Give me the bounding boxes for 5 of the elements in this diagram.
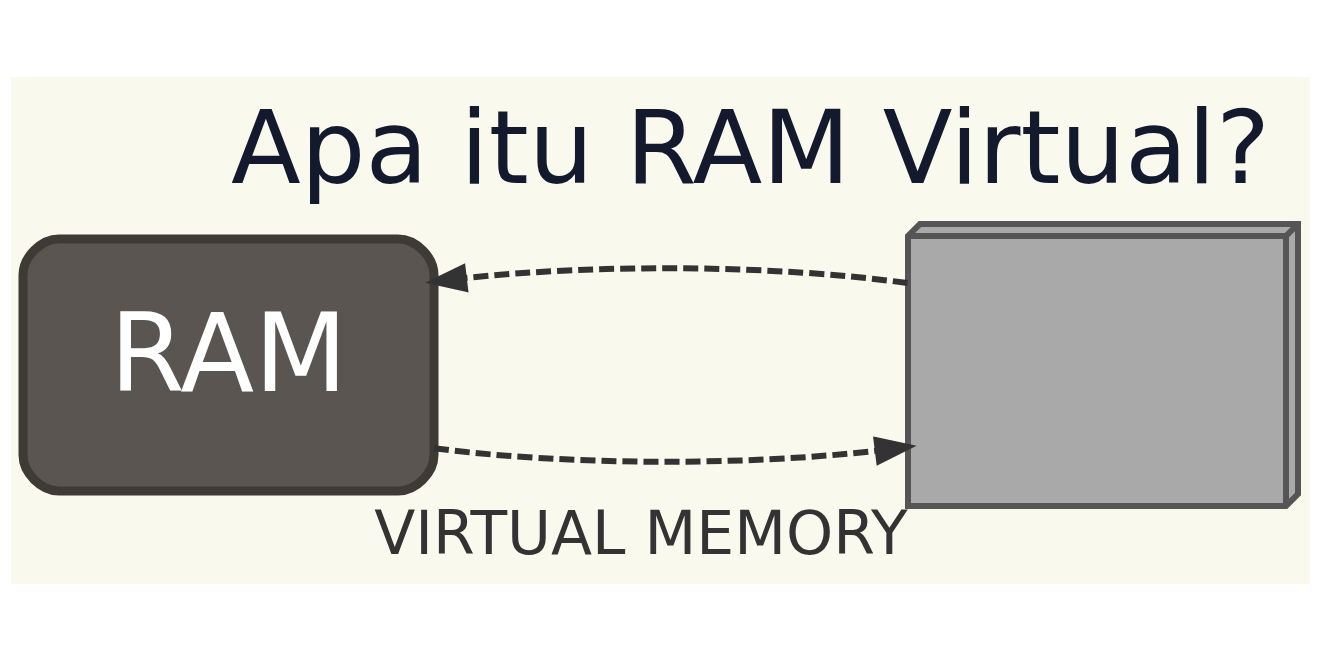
node-label: VIRTUAL MEMORY <box>373 497 908 568</box>
node-box: RAM <box>18 234 438 495</box>
arrow <box>424 262 908 292</box>
arrow <box>433 435 917 466</box>
diagram-title: Apa itu RAM Virtual? <box>230 87 1270 207</box>
